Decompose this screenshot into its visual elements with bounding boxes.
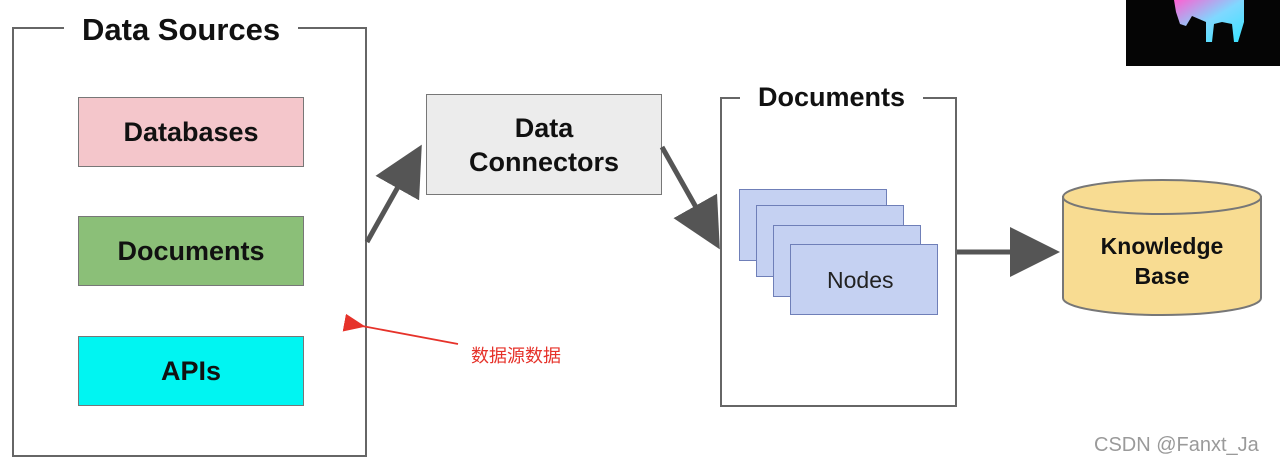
nodes-label: Nodes xyxy=(827,267,894,293)
documents-title: Documents xyxy=(740,84,924,111)
node-card-4 xyxy=(790,244,938,315)
data-connectors-line1: Data xyxy=(514,112,574,143)
annotation-arrow xyxy=(342,313,459,345)
knowledge-base-label: Knowledge Base xyxy=(1063,231,1261,291)
knowledge-base-line1: Knowledge xyxy=(1100,233,1224,259)
annotation-text: 数据源数据 xyxy=(471,346,561,366)
watermark-text: CSDN @Fanxt_Ja xyxy=(1094,434,1259,456)
source-documents: Documents xyxy=(78,216,304,286)
source-databases: Databases xyxy=(78,97,304,167)
arrow-connectors-to-documents xyxy=(659,145,720,250)
logo xyxy=(1126,0,1280,66)
glowing-animal-logo-icon xyxy=(1174,0,1244,42)
data-connectors-box: Data Connectors xyxy=(426,94,662,195)
knowledge-base-line2: Base xyxy=(1134,263,1190,289)
data-connectors-line2: Connectors xyxy=(468,146,620,177)
knowledge-base-cylinder xyxy=(1062,179,1262,316)
source-apis: APIs xyxy=(78,336,304,406)
arrow-sources-to-connectors xyxy=(364,144,422,244)
data-sources-title: Data Sources xyxy=(64,14,299,45)
